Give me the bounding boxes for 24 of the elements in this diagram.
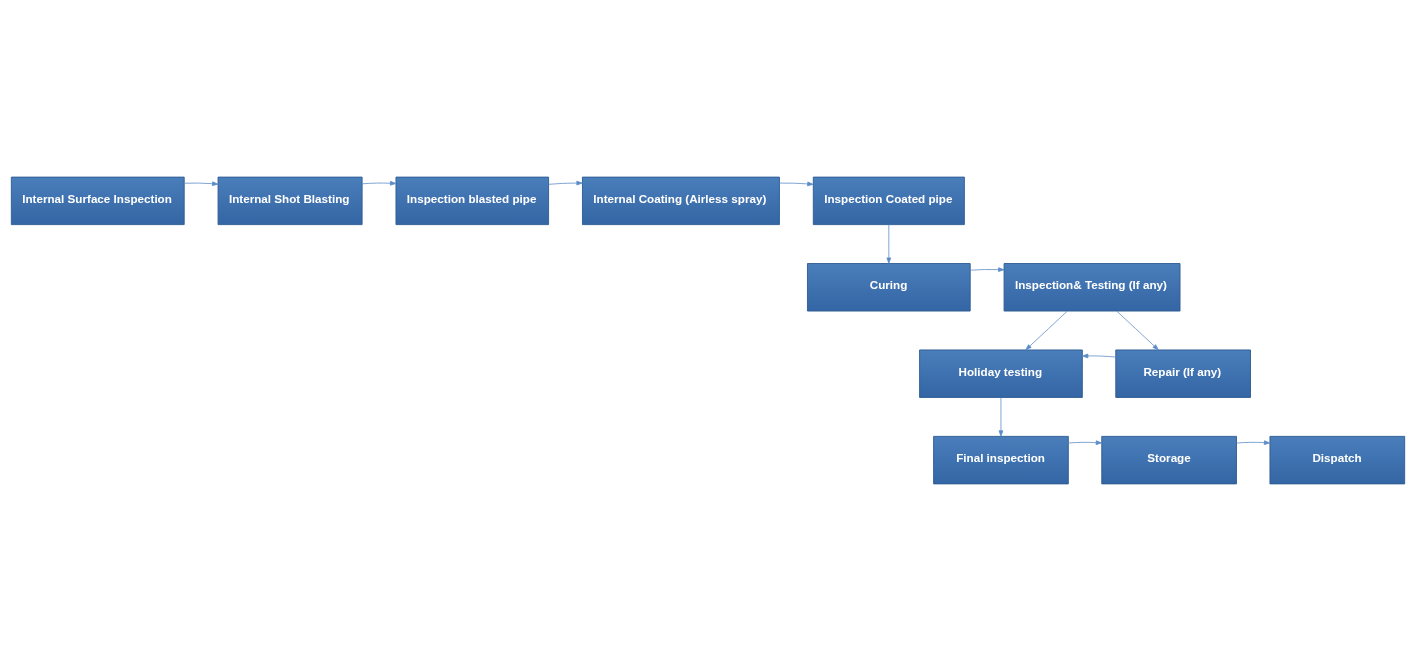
arrow [1116,310,1159,350]
arrow [1082,353,1117,358]
arrow [886,223,892,264]
arrow [361,180,397,186]
node-box: Inspection Coated pipe [812,176,965,225]
arrow [998,396,1004,437]
arrow [779,181,814,186]
arrow [1025,310,1068,350]
node-box: Internal Surface Inspection [10,176,185,225]
node-box: Internal Coating (Airless spray) [582,176,780,225]
node-box: Inspection blasted pipe [395,176,550,225]
arrow [1068,439,1102,445]
node-box: Dispatch [1269,435,1406,484]
node-box: Holiday testing [919,349,1083,398]
node-box: Curing [807,262,971,311]
node-box: Storage [1101,435,1237,484]
node-box: Repair (If any) [1115,349,1251,398]
arrow [969,266,1005,272]
arrow [548,180,583,185]
node-box: Inspection& Testing (If any) [1003,262,1181,311]
node-box: Final inspection [933,435,1069,484]
node-box: Internal Shot Blasting [217,176,363,225]
arrow [1236,439,1271,445]
arrow [184,180,219,186]
